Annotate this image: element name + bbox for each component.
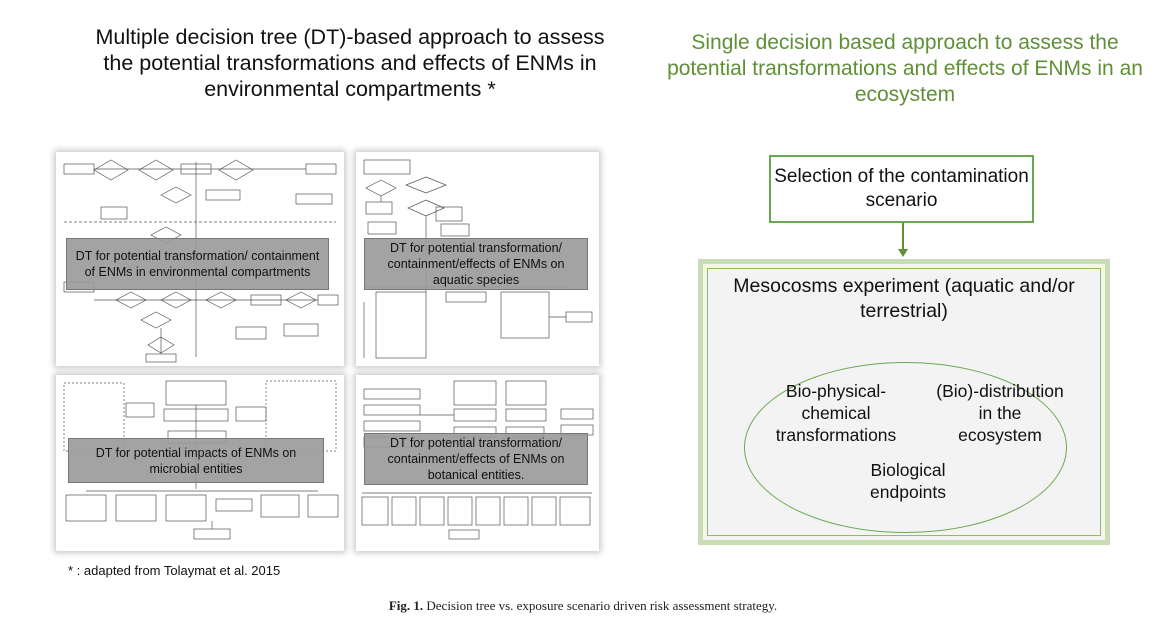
mesocosm-inner-border [707, 268, 1101, 536]
flowchart-sketch [361, 380, 594, 540]
figure-caption: Fig. 1. Decision tree vs. exposure scena… [0, 598, 1166, 614]
panel-label: DT for potential transformation/ contain… [66, 238, 329, 290]
panel-microbial-entities: DT for potential impacts of ENMs on micr… [56, 375, 344, 551]
panel-environmental-compartments: DT for potential transformation/ contain… [56, 152, 344, 366]
left-title: Multiple decision tree (DT)-based approa… [95, 25, 605, 101]
panel-botanical-entities: DT for potential transformation/ contain… [356, 375, 599, 551]
item-endpoints: Biological endpoints [870, 460, 946, 502]
caption-label: Fig. 1. [388, 598, 424, 613]
panel-label: DT for potential impacts of ENMs on micr… [68, 438, 324, 483]
panel-label: DT for potential transformation/ contain… [364, 238, 588, 290]
caption-text: Decision tree vs. exposure scenario driv… [426, 598, 778, 613]
footnote: * : adapted from Tolaymat et al. 2015 [68, 563, 281, 578]
mesocosm-box: Mesocosms experiment (aquatic and/or ter… [698, 259, 1110, 545]
right-title: Single decision based approach to assess… [667, 31, 1143, 106]
mesocosm-title: Mesocosms experiment (aquatic and/or ter… [733, 275, 1075, 322]
item-transformations: Bio-physical-chemical transformations [775, 381, 897, 445]
arrow-head-icon [898, 249, 908, 257]
item-distribution: (Bio)-distribution in the ecosystem [936, 381, 1064, 445]
flowchart-sketch [63, 159, 339, 363]
selection-box: Selection of the contamination scenario [769, 155, 1034, 223]
arrow-shaft [902, 223, 904, 250]
panel-label: DT for potential transformation/ contain… [364, 433, 588, 485]
ecosystem-ellipse [744, 362, 1067, 533]
panel-aquatic-species: DT for potential transformation/ contain… [356, 152, 599, 366]
